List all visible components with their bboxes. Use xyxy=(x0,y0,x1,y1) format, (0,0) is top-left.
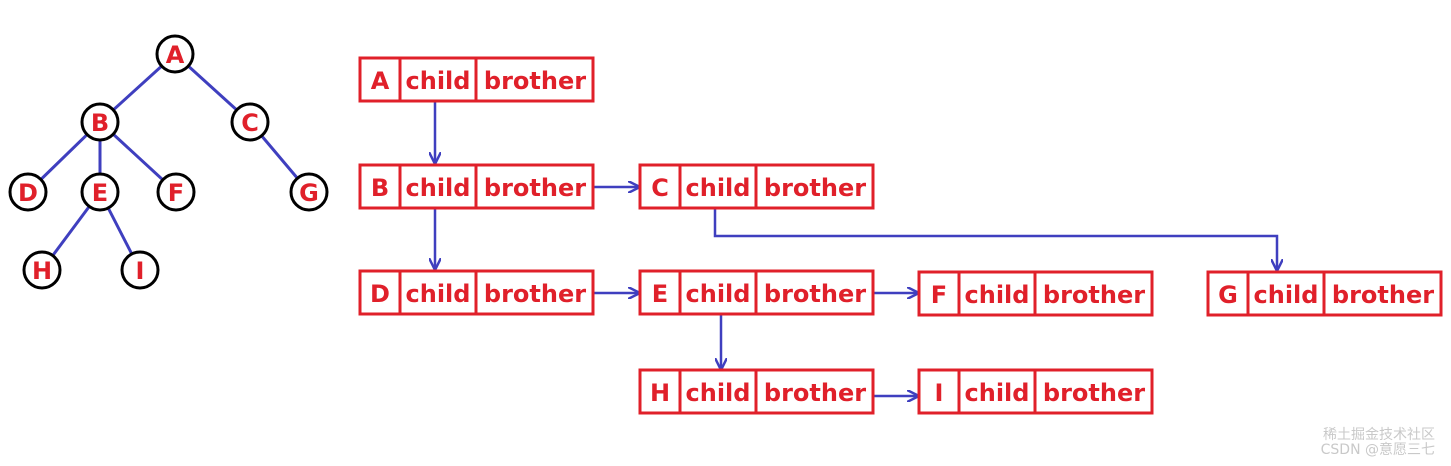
record-d-brother: brother xyxy=(484,280,586,308)
tree-edges xyxy=(26,52,311,271)
record-b-brother: brother xyxy=(484,174,586,202)
tree-node-a-label: A xyxy=(166,41,185,69)
tree-node-g-label: G xyxy=(299,179,319,207)
record-f-letter: F xyxy=(931,281,947,309)
record-h-letter: H xyxy=(650,379,670,407)
tree-nodes: A B C D E F G H xyxy=(8,34,329,290)
record-f-brother: brother xyxy=(1043,281,1145,309)
record-c-letter: C xyxy=(651,174,669,202)
record-b: B child brother xyxy=(358,163,595,210)
record-h-child: child xyxy=(686,379,751,407)
tree-node-d: D xyxy=(8,172,48,212)
tree-node-h: H xyxy=(22,250,62,290)
tree-node-e-label: E xyxy=(92,179,108,207)
record-a: A child brother xyxy=(358,56,595,103)
tree-node-f: F xyxy=(156,172,196,212)
record-e-brother: brother xyxy=(764,280,866,308)
record-h-brother: brother xyxy=(764,379,866,407)
watermark-line-2: CSDN @意愿三七 xyxy=(1320,442,1435,458)
record-g-letter: G xyxy=(1218,281,1238,309)
watermark: 稀土掘金技术社区 CSDN @意愿三七 xyxy=(1321,428,1435,458)
record-e-letter: E xyxy=(652,280,668,308)
tree-node-b-label: B xyxy=(91,109,109,137)
tree-node-a: A xyxy=(155,34,195,74)
pointer-arrows xyxy=(435,96,1277,396)
tree-node-g: G xyxy=(289,172,329,212)
tree-node-d-label: D xyxy=(18,179,38,207)
record-i: I child brother xyxy=(917,368,1154,415)
record-h: H child brother xyxy=(638,368,875,415)
record-f: F child brother xyxy=(917,270,1154,317)
record-f-child: child xyxy=(965,281,1030,309)
tree-node-c: C xyxy=(230,102,270,142)
record-b-child: child xyxy=(406,174,471,202)
arrow-c-child-to-g xyxy=(713,200,1277,269)
tree-node-b: B xyxy=(80,102,120,142)
record-d-letter: D xyxy=(370,280,390,308)
record-i-child: child xyxy=(965,379,1030,407)
tree-node-i: I xyxy=(120,250,160,290)
record-g: G child brother xyxy=(1206,270,1443,317)
record-c-brother: brother xyxy=(764,174,866,202)
record-a-child: child xyxy=(406,67,471,95)
tree-node-c-label: C xyxy=(241,109,259,137)
record-i-brother: brother xyxy=(1043,379,1145,407)
tree-node-h-label: H xyxy=(32,257,52,285)
record-c-child: child xyxy=(686,174,751,202)
record-b-letter: B xyxy=(371,174,389,202)
record-d-child: child xyxy=(406,280,471,308)
record-d: D child brother xyxy=(358,269,595,316)
record-g-brother: brother xyxy=(1332,281,1434,309)
record-a-brother: brother xyxy=(484,67,586,95)
record-i-letter: I xyxy=(935,379,944,407)
record-e: E child brother xyxy=(638,269,875,316)
watermark-line-1: 稀土掘金技术社区 xyxy=(1323,427,1435,443)
tree-node-i-label: I xyxy=(136,257,145,285)
record-c: C child brother xyxy=(638,163,875,210)
tree-node-e: E xyxy=(80,172,120,212)
record-a-letter: A xyxy=(371,67,390,95)
record-e-child: child xyxy=(686,280,751,308)
record-g-child: child xyxy=(1254,281,1319,309)
tree-node-f-label: F xyxy=(168,179,184,207)
